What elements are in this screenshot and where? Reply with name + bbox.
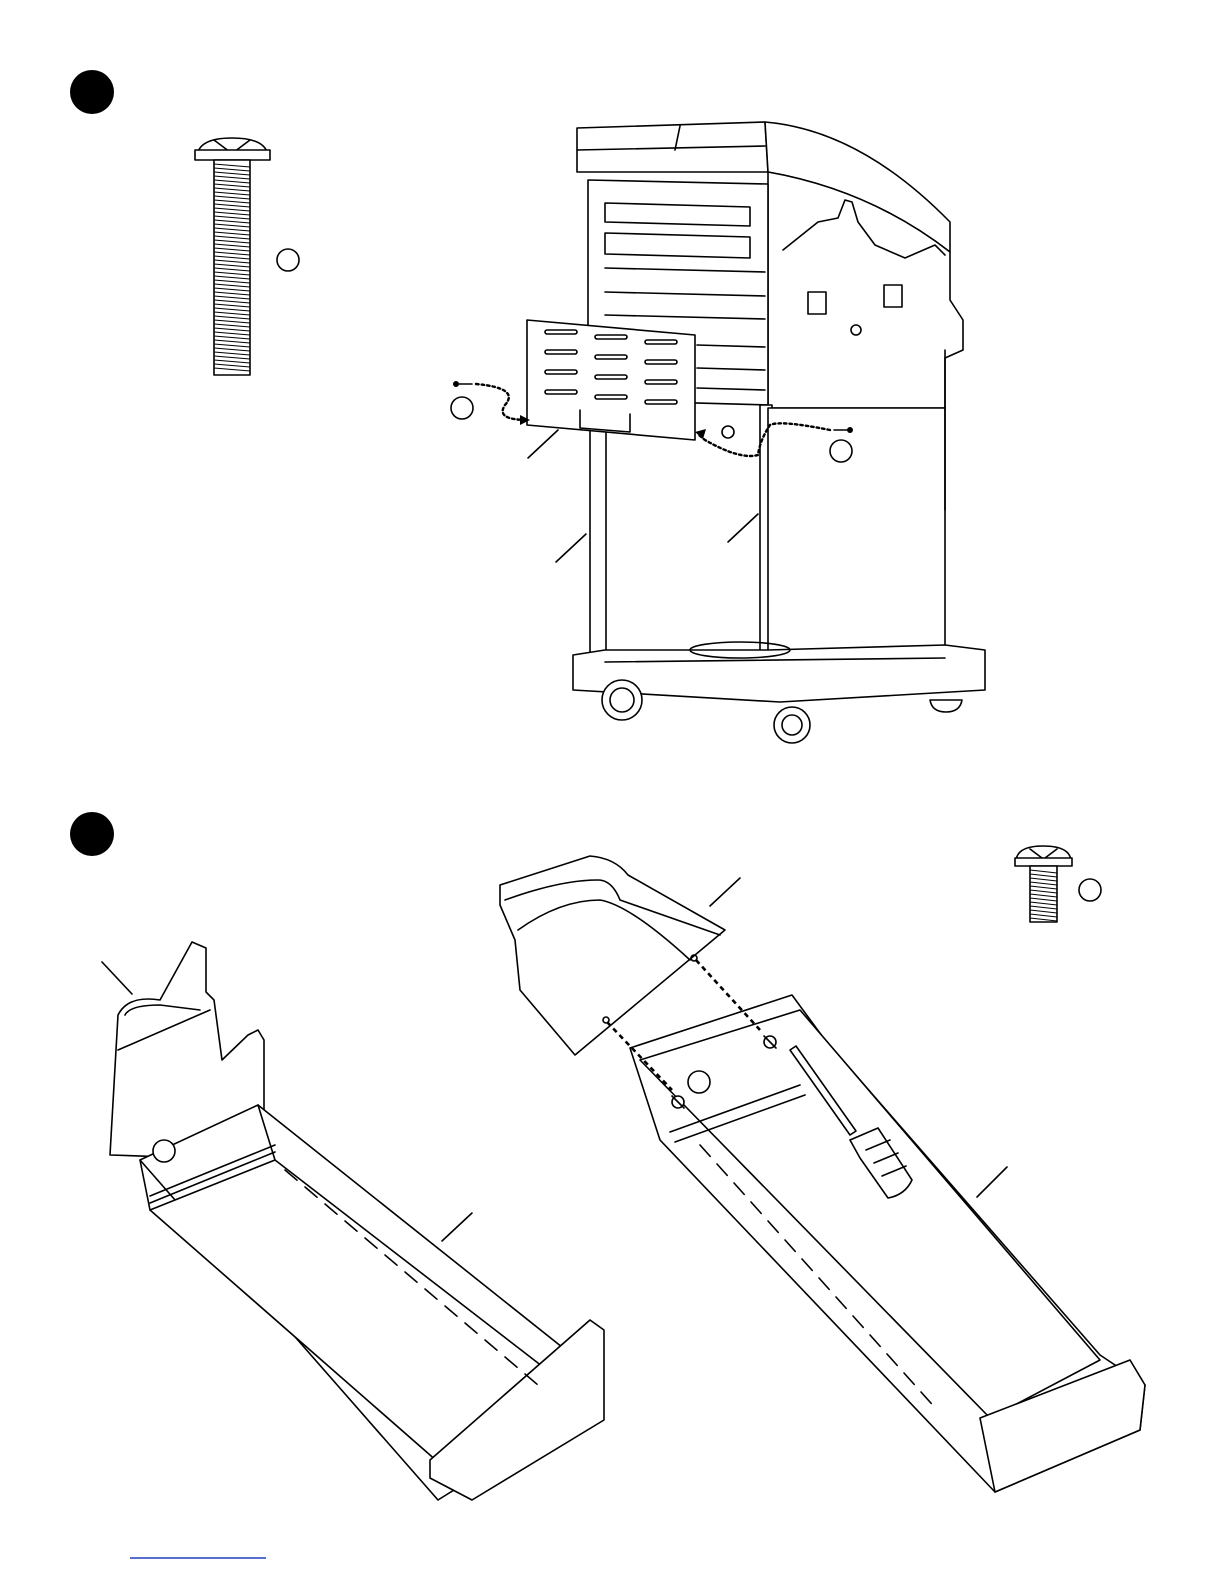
leader-line-rear-panel [528,430,558,458]
leader-line-cap [710,878,740,906]
step-marker-lower [70,812,114,856]
part-callout-screw-left [451,397,473,419]
leader-line-left-leg [556,534,586,562]
step-marker-upper [70,70,114,114]
long-screw-icon [195,138,270,375]
short-screw-icon [1015,846,1072,922]
grill-cart [527,122,985,743]
leader-line-bracket-left [102,962,132,994]
part-callout-shelf-left [153,1140,175,1162]
part-callout-shelf-right [688,1071,710,1093]
screw-in-channel-1 [672,1096,684,1108]
side-shelf-assembly-left [110,942,604,1500]
leader-line-channel-right [977,1167,1007,1197]
part-callout-screw-right [830,440,852,462]
leader-line-channel-left [442,1213,472,1241]
leader-line-right-leg [728,514,758,542]
part-callout-long-screw [277,249,299,271]
part-callout-short-screw [1079,879,1101,901]
screw-in-channel-2 [764,1036,776,1048]
